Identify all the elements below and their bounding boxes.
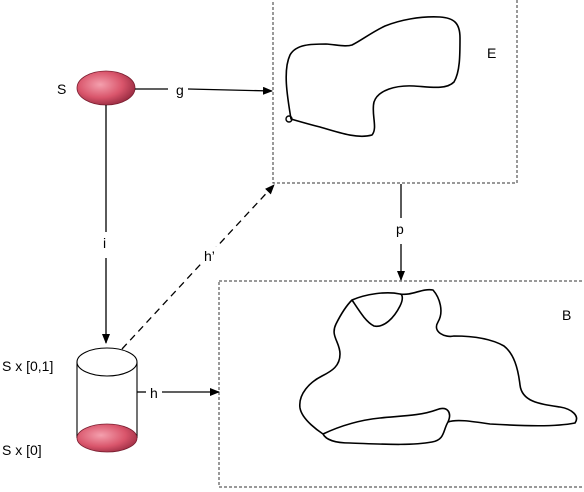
arrow-g (187, 86, 273, 95)
label-s-x-0: S x [0] (2, 442, 42, 458)
label-p: p (396, 221, 404, 237)
label-h-prime: h’ (204, 248, 215, 264)
label-h: h (150, 385, 158, 401)
label-i: i (103, 235, 106, 251)
total-space-blob (285, 16, 461, 138)
label-s: S (57, 81, 66, 97)
label-h-prime-background (201, 247, 223, 265)
cylinder-body (76, 362, 138, 438)
base-space-blob-fold (351, 293, 404, 328)
base-space-box-b (218, 280, 584, 488)
total-space-blob-loop (285, 115, 293, 123)
cylinder-base-s-x-0 (76, 423, 138, 453)
label-e: E (487, 45, 496, 61)
label-s-x-0-1: S x [0,1] (2, 358, 53, 374)
label-g: g (176, 82, 184, 98)
arrow-h-prime (121, 184, 275, 350)
base-space-blob-fold-lower (322, 407, 451, 435)
space-s-ellipse (76, 70, 136, 106)
cylinder-top (76, 347, 138, 377)
label-b: B (562, 307, 571, 323)
base-space-blob (299, 288, 578, 446)
total-space-box-e (272, 0, 518, 184)
